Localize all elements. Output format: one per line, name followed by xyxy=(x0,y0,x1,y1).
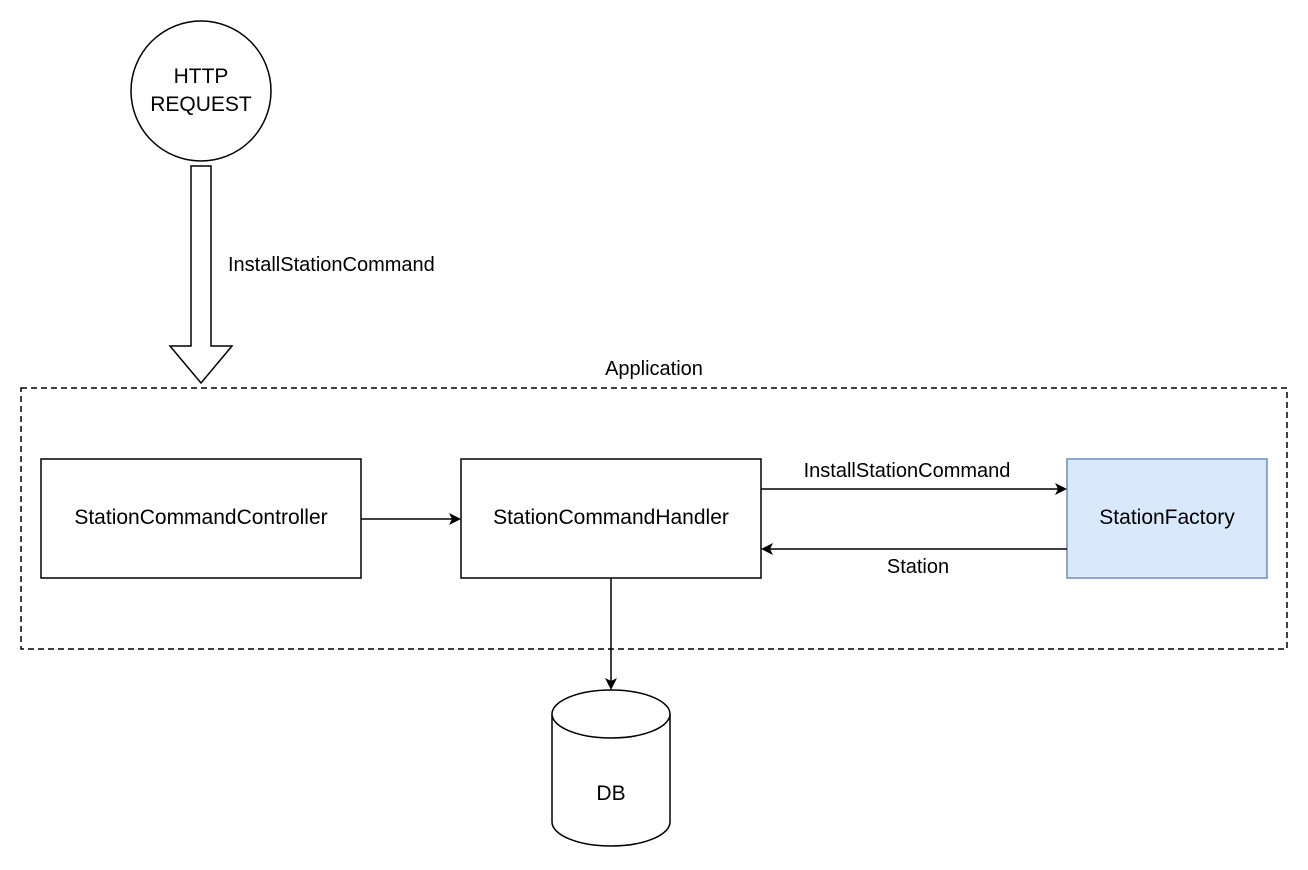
request-flow-arrow xyxy=(168,165,234,385)
input-arrow-label: InstallStationCommand xyxy=(228,254,435,276)
db-label: DB xyxy=(596,781,626,805)
application-container[interactable] xyxy=(20,387,1288,650)
factory-label: StationFactory xyxy=(1099,506,1235,530)
handler-label: StationCommandHandler xyxy=(493,506,729,530)
edge-label-station: Station xyxy=(886,556,950,578)
controller-node[interactable] xyxy=(40,458,362,579)
http-request-line1: HTTP xyxy=(173,64,229,88)
controller-label: StationCommandController xyxy=(74,506,328,530)
http-request-line2: REQUEST xyxy=(150,93,252,116)
factory-node[interactable] xyxy=(1066,458,1268,579)
edge-label-install-command: InstallStationCommand xyxy=(803,460,1011,482)
http-request-node[interactable] xyxy=(130,20,272,162)
db-node[interactable] xyxy=(551,689,671,847)
http-request-label: HTTP REQUEST xyxy=(131,21,271,161)
application-title: Application xyxy=(605,358,703,380)
